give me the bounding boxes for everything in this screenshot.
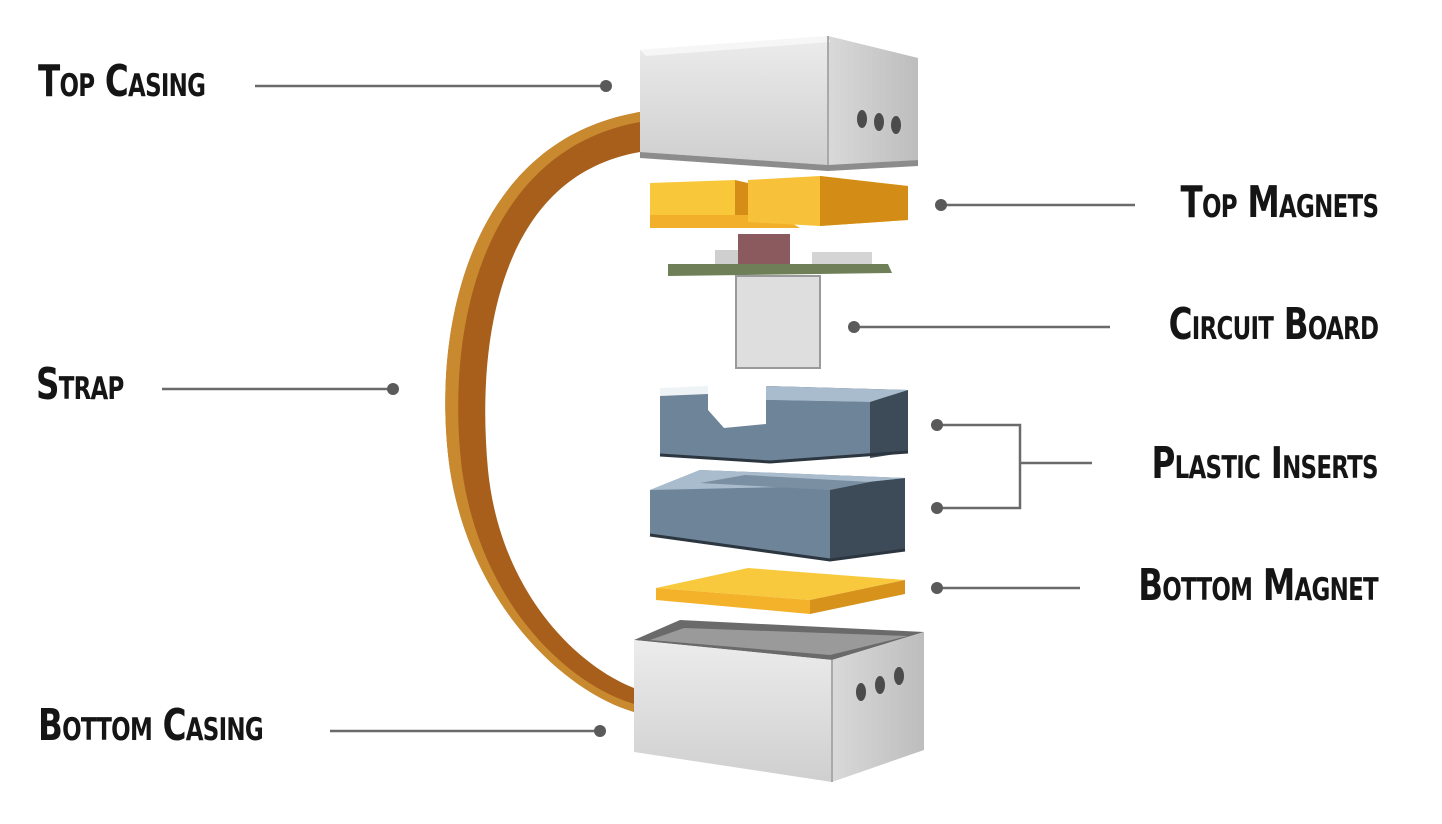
vent-hole (875, 676, 885, 694)
label-top-casing: Top Casing (38, 56, 206, 107)
vent-hole (856, 683, 866, 701)
strap-part (445, 112, 640, 712)
leader-dots (387, 80, 947, 737)
bottom-casing-part (634, 620, 924, 782)
label-plastic-inserts: Plastic Inserts (1151, 438, 1379, 489)
dot-bottom-casing (594, 725, 606, 737)
plastic-insert-lower (649, 470, 906, 562)
dot-insert-lower (931, 502, 943, 514)
dot-top-casing (600, 80, 612, 92)
vent-hole (894, 667, 904, 685)
dot-circuit-board (848, 321, 860, 333)
plastic-insert-upper (659, 386, 909, 464)
vent-hole (857, 110, 867, 128)
label-circuit-board: Circuit Board (1168, 299, 1378, 350)
label-bottom-magnet: Bottom Magnet (1138, 560, 1378, 611)
dot-top-magnets (935, 199, 947, 211)
dot-bottom-magnet (931, 582, 943, 594)
leader-lines (162, 84, 1135, 733)
vent-hole (874, 113, 884, 131)
bottom-magnet-part (656, 568, 905, 614)
vent-hole (891, 116, 901, 134)
label-strap: Strap (36, 359, 124, 410)
dot-insert-upper (931, 419, 943, 431)
top-magnets-part (650, 176, 908, 228)
leader-bracket-plastic-inserts (937, 423, 1092, 510)
dot-strap (387, 383, 399, 395)
circuit-board-part (668, 234, 892, 369)
label-top-magnets: Top Magnets (1180, 177, 1378, 228)
label-bottom-casing: Bottom Casing (38, 700, 264, 751)
top-casing-part (640, 36, 918, 171)
